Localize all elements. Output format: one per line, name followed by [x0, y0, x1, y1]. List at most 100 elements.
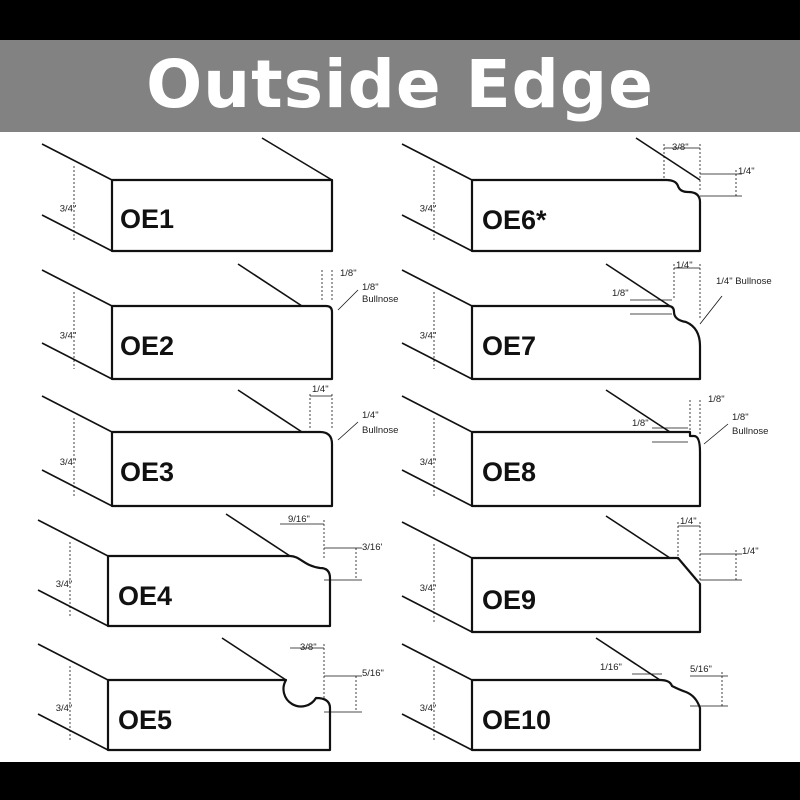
profiles-diagram: 3/4"OE13/4"OE21/8"1/8"Bullnose3/4"OE31/4… [37, 137, 772, 752]
thickness-label: 3/4" [420, 331, 437, 342]
title-banner: Outside Edge [0, 40, 800, 132]
thickness-label: 3/4" [60, 331, 77, 342]
receding-edge [41, 469, 113, 507]
profile-code: OE4 [118, 581, 172, 611]
profile-code: OE1 [120, 204, 174, 234]
profile-outline [470, 430, 702, 508]
thickness-label: 3/4" [420, 703, 437, 714]
profile-code: OE9 [482, 585, 536, 615]
page-title: Outside Edge [146, 45, 654, 123]
dimension-callout: Bullnose [362, 294, 398, 305]
profile-code: OE3 [120, 457, 174, 487]
dimension-callout: 1/4" Bullnose [716, 276, 772, 287]
thickness-label: 3/4" [60, 204, 77, 215]
callout-line [699, 295, 723, 325]
dimension-callout: 1/4" [680, 516, 697, 527]
dimension-callout: 1/4" [362, 410, 379, 421]
dimension-callout: 1/8" [732, 412, 749, 423]
receding-edge [225, 513, 291, 557]
profile-code: OE2 [120, 331, 174, 361]
profile-oe7: 3/4" OE7 1/4" 1/4" Bullnose 1/8" [401, 260, 772, 381]
profile-oe6: 3/4" OE6* 3/8" 1/4" [401, 137, 755, 253]
profile-outline [470, 178, 702, 253]
profile-outline [470, 678, 702, 752]
profile-outline [106, 554, 332, 628]
receding-edge [41, 214, 113, 252]
receding-edge [401, 214, 473, 252]
profile-oe8: 3/4" OE8 1/8" 1/8" Bullnose 1/8" [401, 389, 768, 508]
dimension-callout: Bullnose [732, 426, 768, 437]
receding-edge [635, 137, 701, 181]
dimension-callout: 1/8" [612, 288, 629, 299]
dimension-callout: 5/16" [362, 668, 384, 679]
profile-outline [110, 430, 334, 508]
profile-oe3: 3/4" OE3 1/4" 1/4" Bullnose [41, 384, 398, 508]
dimension-callout: 5/16" [690, 664, 712, 675]
profile-code: OE5 [118, 705, 172, 735]
receding-edge [37, 643, 109, 681]
receding-edge [261, 137, 333, 181]
receding-edge [37, 589, 109, 627]
dimension-callout: 3/8" [300, 642, 317, 653]
receding-edge [401, 521, 473, 559]
dimension-callout: Bullnose [362, 425, 398, 436]
profile-code: OE8 [482, 457, 536, 487]
dimension-callout: 1/16" [600, 662, 622, 673]
dimension-callout: 1/8" [340, 268, 357, 279]
profile-outline [110, 178, 334, 253]
receding-edge [401, 595, 473, 633]
profile-outline [110, 304, 334, 381]
profile-outline [470, 556, 702, 634]
receding-edge [237, 389, 303, 433]
receding-edge [41, 395, 113, 433]
dimension-callout: 9/16" [288, 514, 310, 525]
receding-edge [605, 389, 671, 433]
receding-edge [401, 713, 473, 751]
receding-edge [605, 515, 671, 559]
receding-edge [237, 263, 303, 307]
receding-edge [401, 342, 473, 380]
profile-code: OE10 [482, 705, 551, 735]
receding-edge [41, 342, 113, 380]
thickness-label: 3/4" [60, 457, 77, 468]
receding-edge [595, 637, 661, 681]
callout-line [703, 423, 729, 445]
profile-code: OE6* [482, 205, 547, 235]
dimension-callout: 1/4" [676, 260, 693, 271]
thickness-label: 3/4" [420, 204, 437, 215]
dimension-callout: 1/8" [708, 394, 725, 405]
profile-oe1: 3/4" OE1 [41, 137, 334, 253]
callout-line [337, 421, 359, 441]
dimension-callout: 1/4" [742, 546, 759, 557]
receding-edge [37, 519, 109, 557]
dimension-callout: 1/8" [632, 418, 649, 429]
receding-edge [401, 143, 473, 181]
profile-outline [106, 678, 332, 752]
receding-edge [41, 269, 113, 307]
receding-edge [605, 263, 671, 307]
profile-oe9: 3/4" OE9 1/4" 1/4" [401, 515, 759, 634]
thickness-label: 3/4" [56, 579, 73, 590]
dimension-callout: 1/4" [312, 384, 329, 395]
receding-edge [221, 637, 287, 681]
thickness-label: 3/4" [56, 703, 73, 714]
profile-code: OE7 [482, 331, 536, 361]
dimension-callout: 1/8" [362, 282, 379, 293]
receding-edge [41, 143, 113, 181]
profile-outline [470, 304, 702, 381]
callout-line [337, 289, 359, 311]
receding-edge [401, 395, 473, 433]
thickness-label: 3/4" [420, 583, 437, 594]
receding-edge [401, 269, 473, 307]
thickness-label: 3/4" [420, 457, 437, 468]
dimension-callout: 3/8" [672, 142, 689, 153]
profile-oe5: 3/4" OE5 3/8" 5/16" [37, 637, 384, 752]
receding-edge [401, 643, 473, 681]
receding-edge [401, 469, 473, 507]
receding-edge [37, 713, 109, 751]
dimension-callout: 1/4" [738, 166, 755, 177]
